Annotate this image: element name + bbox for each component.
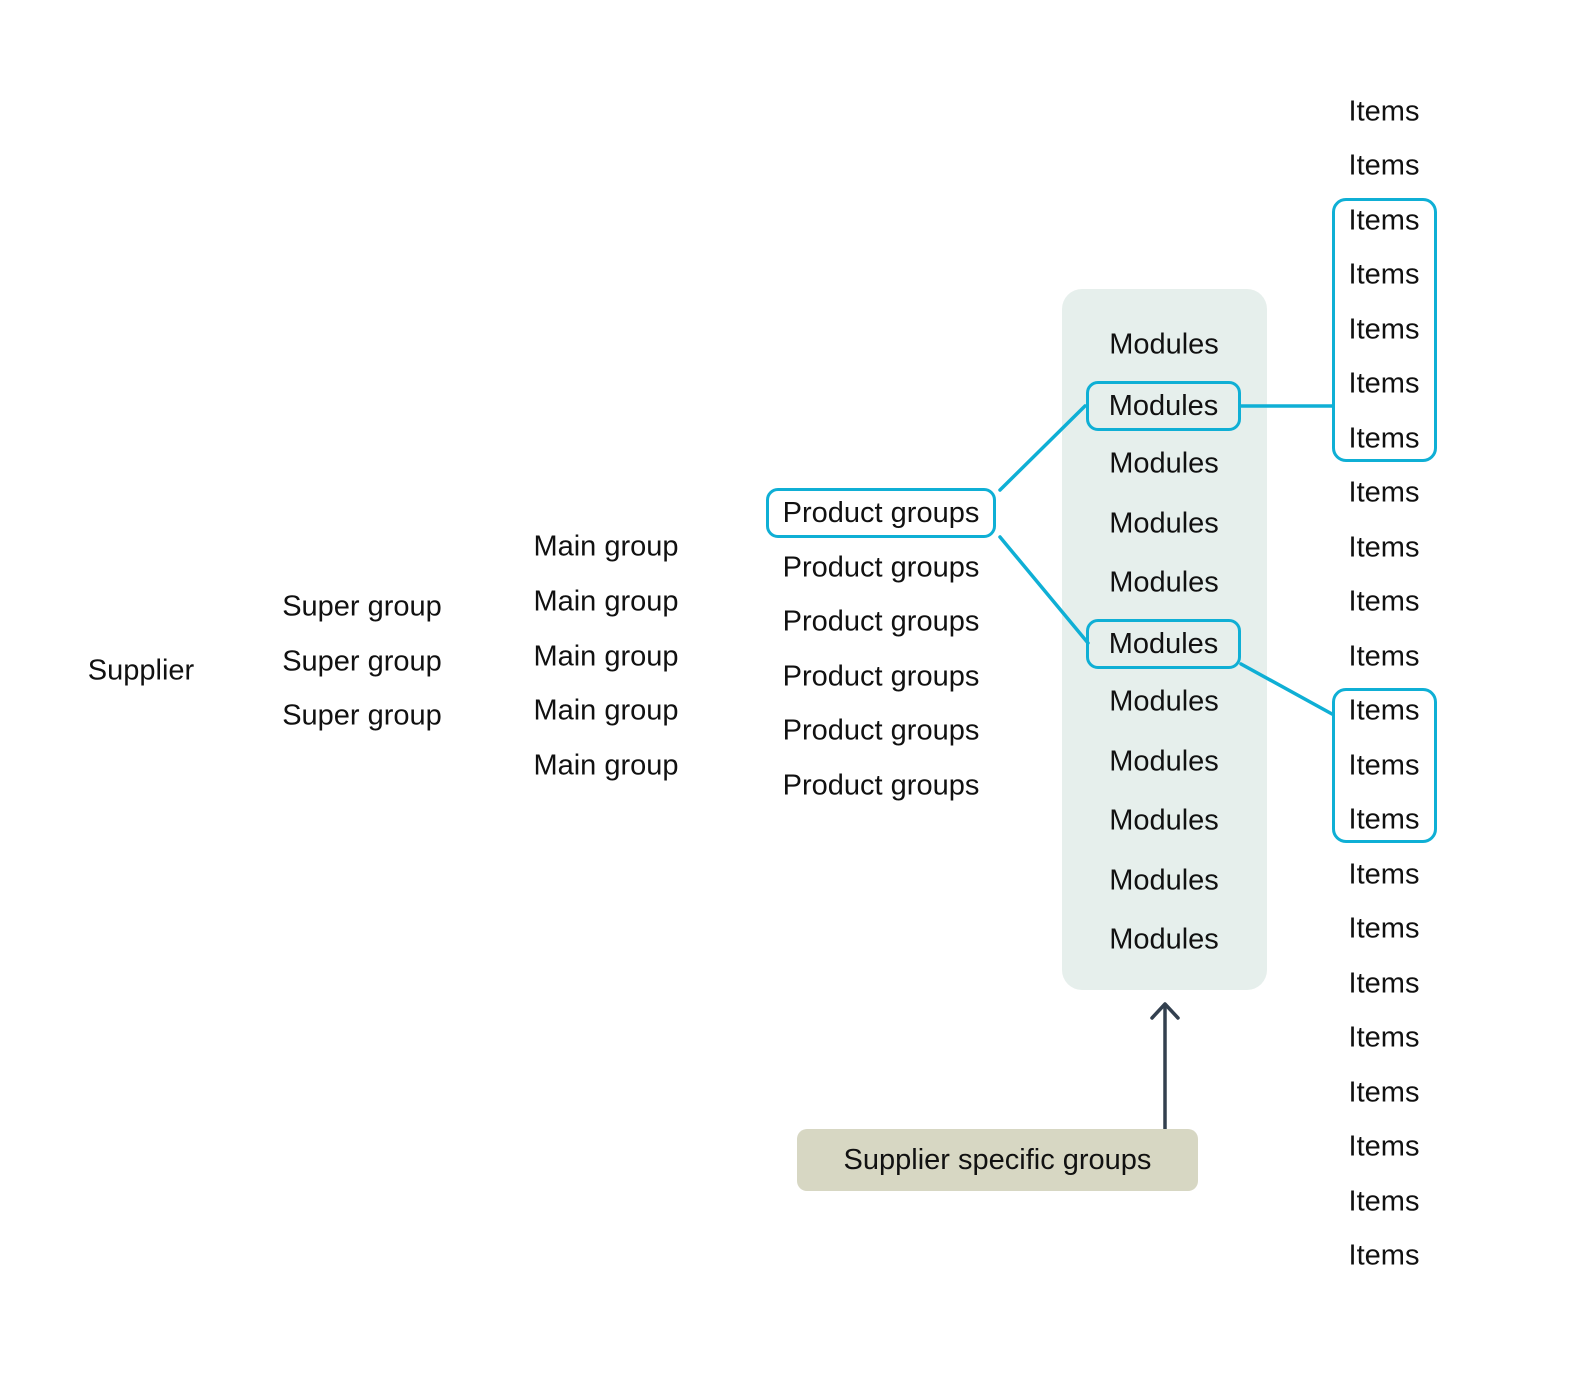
- node-items-19[interactable]: Items: [1348, 1076, 1420, 1109]
- node-main-group-2[interactable]: Main group: [533, 585, 679, 618]
- node-items-15[interactable]: Items: [1348, 858, 1420, 891]
- node-modules-8[interactable]: Modules: [1109, 745, 1219, 778]
- node-items-11[interactable]: Items: [1348, 640, 1420, 673]
- node-items-2[interactable]: Items: [1348, 149, 1420, 182]
- node-super-group-3[interactable]: Super group: [282, 699, 442, 732]
- node-product-groups-3[interactable]: Product groups: [782, 605, 980, 638]
- node-modules-10[interactable]: Modules: [1109, 864, 1219, 897]
- modules-panel-background: [1062, 289, 1267, 990]
- node-items-1[interactable]: Items: [1348, 95, 1420, 128]
- node-modules-11[interactable]: Modules: [1109, 923, 1219, 956]
- node-items-12[interactable]: Items: [1348, 694, 1420, 727]
- node-modules-3[interactable]: Modules: [1109, 447, 1219, 480]
- node-items-18[interactable]: Items: [1348, 1021, 1420, 1054]
- node-modules-9[interactable]: Modules: [1109, 804, 1219, 837]
- node-product-groups-6[interactable]: Product groups: [782, 769, 980, 802]
- node-main-group-3[interactable]: Main group: [533, 640, 679, 673]
- node-main-group-1[interactable]: Main group: [533, 530, 679, 563]
- node-modules-5[interactable]: Modules: [1109, 566, 1219, 599]
- node-product-groups-1-highlighted[interactable]: Product groups: [766, 488, 996, 538]
- node-items-6[interactable]: Items: [1348, 367, 1420, 400]
- node-items-14[interactable]: Items: [1348, 803, 1420, 836]
- node-product-groups-4[interactable]: Product groups: [782, 660, 980, 693]
- callout-arrow-head: [1150, 1002, 1180, 1020]
- node-items-10[interactable]: Items: [1348, 585, 1420, 618]
- supplier-specific-groups-callout[interactable]: Supplier specific groups: [797, 1129, 1198, 1191]
- node-items-17[interactable]: Items: [1348, 967, 1420, 1000]
- node-items-20[interactable]: Items: [1348, 1130, 1420, 1163]
- node-items-5[interactable]: Items: [1348, 313, 1420, 346]
- node-modules-7[interactable]: Modules: [1109, 685, 1219, 718]
- node-main-group-4[interactable]: Main group: [533, 694, 679, 727]
- node-product-groups-5[interactable]: Product groups: [782, 714, 980, 747]
- node-items-4[interactable]: Items: [1348, 258, 1420, 291]
- node-super-group-1[interactable]: Super group: [282, 590, 442, 623]
- node-modules-4[interactable]: Modules: [1109, 507, 1219, 540]
- node-main-group-5[interactable]: Main group: [533, 749, 679, 782]
- node-supplier[interactable]: Supplier: [87, 654, 195, 687]
- node-items-16[interactable]: Items: [1348, 912, 1420, 945]
- node-modules-1[interactable]: Modules: [1109, 328, 1219, 361]
- node-items-9[interactable]: Items: [1348, 531, 1420, 564]
- node-items-13[interactable]: Items: [1348, 749, 1420, 782]
- node-items-22[interactable]: Items: [1348, 1239, 1420, 1272]
- node-super-group-2[interactable]: Super group: [282, 645, 442, 678]
- node-modules-2-highlighted[interactable]: Modules: [1086, 381, 1241, 431]
- node-items-7[interactable]: Items: [1348, 422, 1420, 455]
- node-items-8[interactable]: Items: [1348, 476, 1420, 509]
- node-items-21[interactable]: Items: [1348, 1185, 1420, 1218]
- node-modules-6-highlighted[interactable]: Modules: [1086, 619, 1241, 669]
- items-group-upper-highlight[interactable]: [1332, 198, 1437, 462]
- node-items-3[interactable]: Items: [1348, 204, 1420, 237]
- items-group-lower-highlight[interactable]: [1332, 688, 1437, 843]
- node-product-groups-2[interactable]: Product groups: [782, 551, 980, 584]
